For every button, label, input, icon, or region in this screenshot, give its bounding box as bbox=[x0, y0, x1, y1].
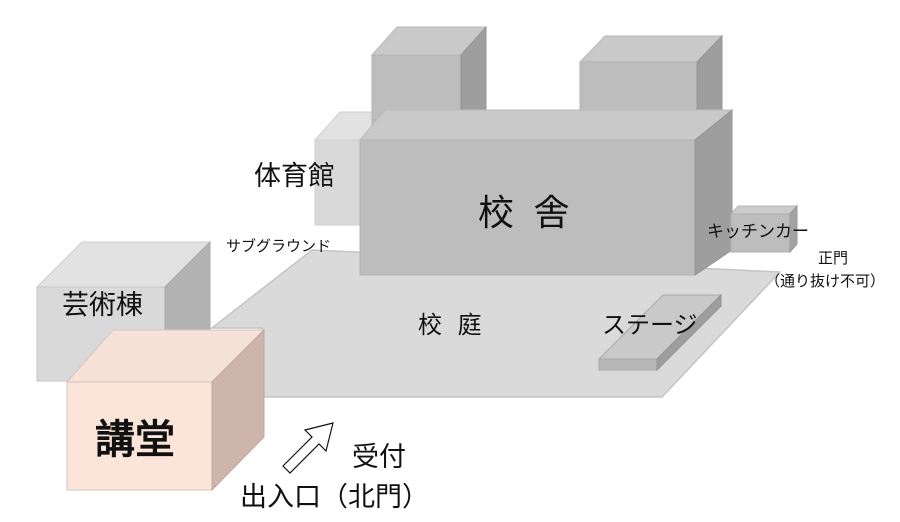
school-building-label: 校 舎 bbox=[478, 193, 574, 234]
kitchen-car-label: キッチンカー bbox=[707, 222, 809, 242]
sub-ground-label: サブグラウンド bbox=[226, 237, 332, 255]
art-building-label: 芸術棟 bbox=[62, 290, 143, 321]
auditorium-building[interactable] bbox=[65, 328, 266, 492]
stage[interactable] bbox=[597, 293, 723, 372]
main-gate-note-label: （通り抜け不可） bbox=[765, 272, 886, 290]
kitchen-car[interactable] bbox=[729, 204, 799, 254]
school-building[interactable] bbox=[358, 108, 734, 276]
reception-label: 受付 bbox=[352, 442, 406, 473]
gymnasium-label: 体育館 bbox=[254, 161, 335, 192]
stage-label: ステージ bbox=[602, 311, 698, 339]
entrance-label: 出入口（北門） bbox=[240, 482, 429, 513]
main-gate-label: 正門 bbox=[818, 249, 849, 267]
up-right-arrow-icon bbox=[282, 422, 334, 474]
courtyard-label: 校 庭 bbox=[418, 311, 486, 339]
auditorium-label: 講堂 bbox=[95, 417, 175, 463]
